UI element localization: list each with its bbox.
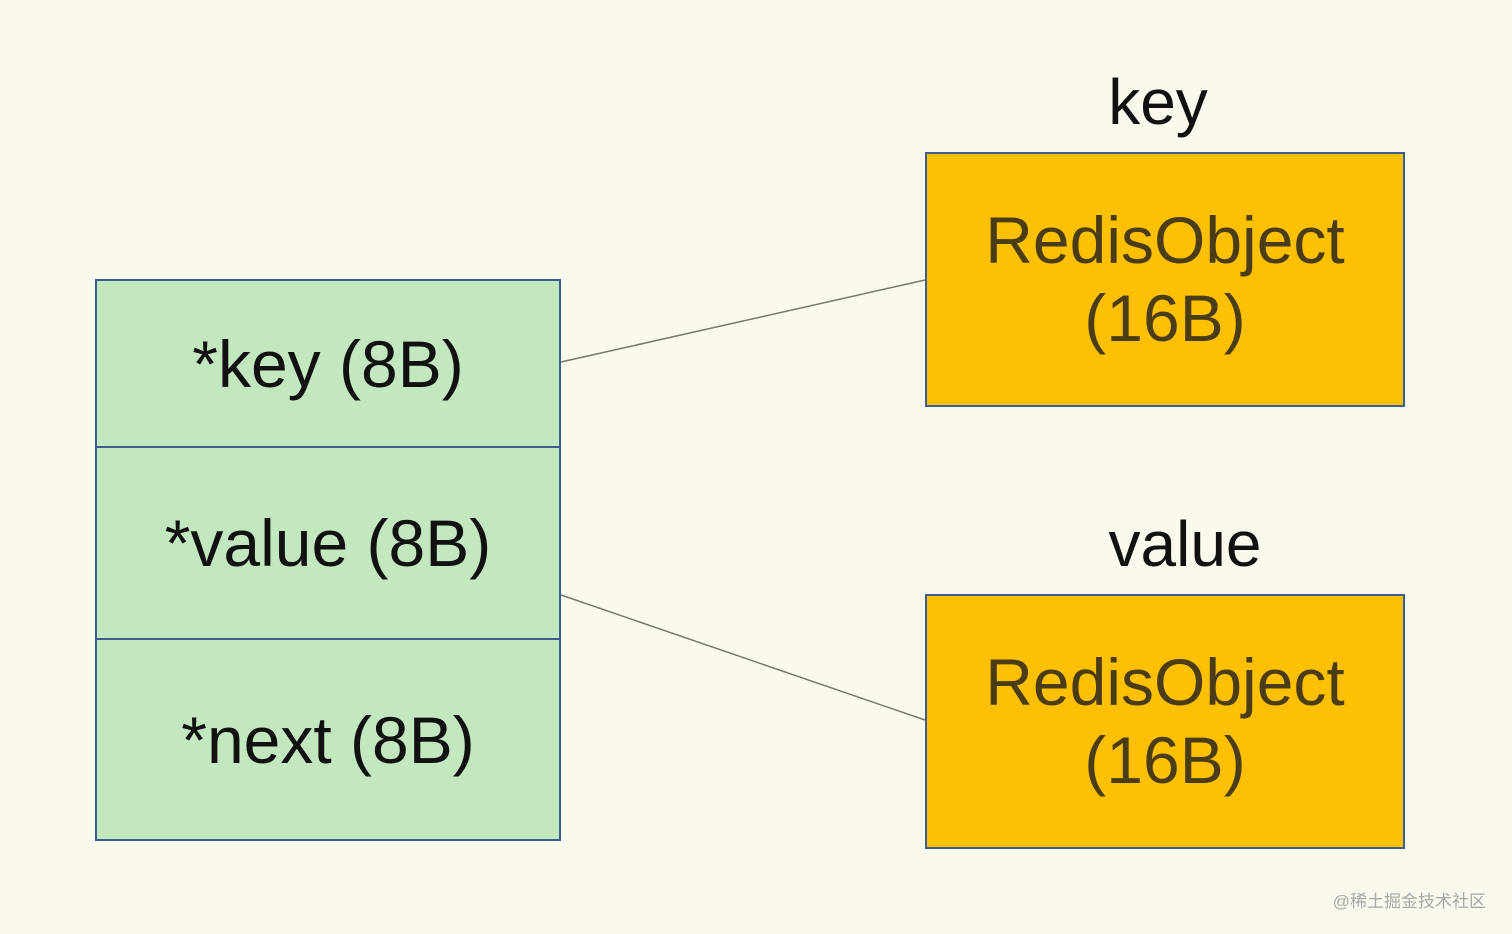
entry-key-pointer-cell: *key (8B) bbox=[95, 279, 561, 448]
value-object-title: value bbox=[1108, 508, 1262, 580]
key-redis-object: RedisObject (16B) bbox=[925, 152, 1405, 407]
entry-key-pointer-label: *key (8B) bbox=[192, 326, 464, 401]
watermark: @稀土掘金技术社区 bbox=[1332, 892, 1486, 911]
dict-entry-struct: *key (8B) *value (8B) *next (8B) bbox=[95, 279, 561, 841]
key-redis-object-size: (16B) bbox=[1084, 280, 1246, 355]
entry-next-pointer-label: *next (8B) bbox=[181, 702, 475, 777]
key-pointer-line bbox=[560, 279, 926, 363]
key-redis-object-name: RedisObject bbox=[985, 202, 1345, 277]
value-redis-object-name: RedisObject bbox=[985, 644, 1345, 719]
entry-value-pointer-label: *value (8B) bbox=[164, 506, 492, 580]
value-pointer-line bbox=[560, 594, 926, 721]
value-redis-object-size: (16B) bbox=[1084, 722, 1246, 797]
value-redis-object: RedisObject (16B) bbox=[925, 594, 1405, 849]
entry-value-pointer-cell: *value (8B) bbox=[95, 446, 561, 640]
key-object-title: key bbox=[1108, 66, 1208, 138]
entry-next-pointer-cell: *next (8B) bbox=[95, 638, 561, 841]
